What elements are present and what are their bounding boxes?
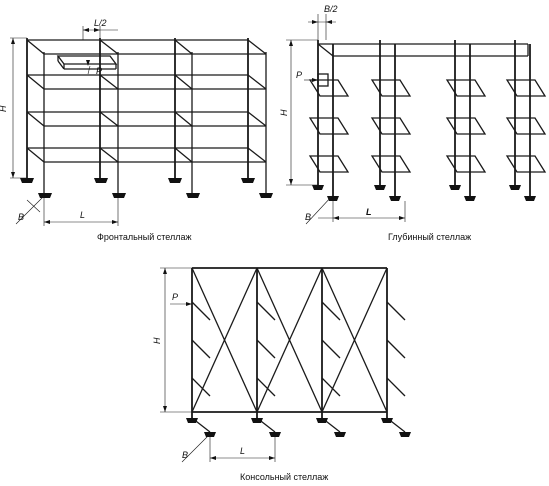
deep-top-beam bbox=[317, 43, 529, 57]
frontal-load-pallet bbox=[56, 55, 118, 75]
deep-posts bbox=[317, 40, 531, 196]
deep-load-label: P bbox=[296, 70, 302, 80]
frontal-shelves bbox=[26, 39, 267, 163]
deep-height-label: H bbox=[279, 109, 289, 116]
frontal-caption: Фронтальный стеллаж bbox=[97, 232, 192, 242]
cantilever-load-arrow bbox=[170, 302, 192, 306]
cantilever-depth-label: B bbox=[182, 450, 188, 460]
deep-load-box bbox=[304, 73, 329, 87]
cantilever-load-label: P bbox=[172, 292, 178, 302]
deep-shelves bbox=[308, 79, 547, 173]
cantilever-frame bbox=[191, 267, 388, 420]
deep-feet bbox=[312, 185, 536, 201]
cantilever-caption: Консольный стеллаж bbox=[240, 472, 328, 482]
frontal-half-length-label: L/2 bbox=[94, 18, 107, 28]
frontal-rack-drawing: H L/2 P L B Фронтальный стеллаж bbox=[0, 18, 273, 242]
deep-depth-label: B bbox=[305, 212, 311, 222]
cantilever-dimensions bbox=[160, 267, 276, 463]
deep-dimensions bbox=[286, 14, 406, 225]
cantilever-arms bbox=[191, 301, 406, 397]
frontal-height-label: H bbox=[0, 105, 8, 112]
frontal-feet bbox=[20, 178, 273, 198]
cantilever-length-label: L bbox=[240, 446, 245, 456]
frontal-depth-label: B bbox=[18, 212, 24, 222]
cantilever-bracing bbox=[191, 267, 388, 413]
frontal-load-label: P bbox=[96, 66, 102, 76]
frontal-length-label: L bbox=[80, 210, 85, 220]
deep-rack-drawing: H B/2 P L B Глубинный стеллаж bbox=[279, 4, 547, 242]
frontal-back-posts bbox=[43, 52, 267, 193]
cantilever-rack-drawing: H P L B Консольный стеллаж bbox=[152, 267, 411, 482]
deep-caption: Глубинный стеллаж bbox=[388, 232, 471, 242]
deep-half-depth-label: B/2 bbox=[324, 4, 338, 14]
deep-length-label: L bbox=[366, 207, 372, 217]
cantilever-height-label: H bbox=[152, 337, 162, 344]
frontal-dimensions bbox=[10, 26, 119, 226]
cantilever-feet bbox=[186, 417, 411, 437]
frontal-front-posts bbox=[26, 38, 249, 178]
